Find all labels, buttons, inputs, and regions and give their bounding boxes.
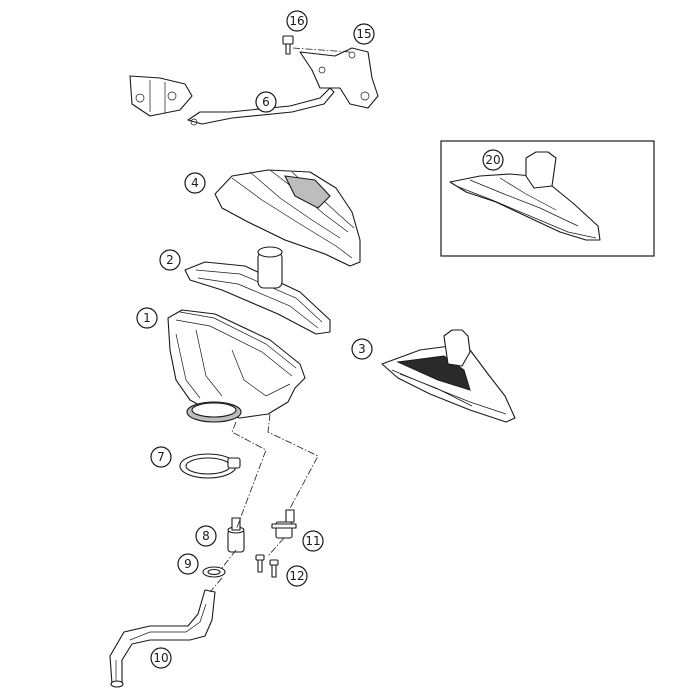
svg-text:3: 3 bbox=[358, 342, 366, 356]
callout-16: 16 bbox=[286, 10, 308, 32]
svg-text:4: 4 bbox=[191, 176, 199, 190]
svg-text:7: 7 bbox=[157, 450, 165, 464]
svg-text:6: 6 bbox=[262, 95, 270, 109]
callout-6: 6 bbox=[255, 91, 277, 113]
svg-text:1: 1 bbox=[143, 311, 151, 325]
part-6-rod bbox=[129, 75, 335, 126]
callout-12: 12 bbox=[286, 565, 308, 587]
svg-text:15: 15 bbox=[356, 27, 371, 41]
part-10-hose bbox=[109, 589, 216, 688]
svg-text:8: 8 bbox=[202, 529, 210, 543]
svg-text:10: 10 bbox=[153, 651, 168, 665]
callout-9: 9 bbox=[177, 553, 199, 575]
part-9-o-ring bbox=[202, 566, 226, 578]
svg-text:20: 20 bbox=[485, 153, 500, 167]
svg-text:12: 12 bbox=[289, 569, 304, 583]
callout-3: 3 bbox=[351, 338, 373, 360]
callout-11: 11 bbox=[302, 530, 324, 552]
part-20-filter-element-alt bbox=[449, 151, 601, 241]
leader-16 bbox=[292, 47, 351, 53]
callout-2: 2 bbox=[159, 249, 181, 271]
svg-text:2: 2 bbox=[166, 253, 174, 267]
part-16-bolt bbox=[282, 35, 294, 55]
svg-text:11: 11 bbox=[305, 534, 320, 548]
callout-7: 7 bbox=[150, 446, 172, 468]
part-15-bracket bbox=[299, 47, 379, 109]
callout-10: 10 bbox=[150, 647, 172, 669]
callout-4: 4 bbox=[184, 172, 206, 194]
part-8-fitting bbox=[227, 517, 245, 553]
part-4-filter-cover bbox=[214, 169, 361, 267]
svg-text:16: 16 bbox=[289, 14, 304, 28]
inset-box bbox=[440, 140, 655, 257]
part-11-sensor bbox=[271, 509, 297, 539]
callout-20: 20 bbox=[482, 149, 504, 171]
part-1-airbox bbox=[167, 309, 306, 423]
part-3-filter-element bbox=[381, 329, 516, 423]
callout-8: 8 bbox=[195, 525, 217, 547]
assembly-leaders bbox=[209, 413, 319, 593]
part-7-hose-clamp bbox=[179, 453, 241, 479]
callout-1: 1 bbox=[136, 307, 158, 329]
part-12-screws bbox=[255, 554, 279, 578]
svg-text:9: 9 bbox=[184, 557, 192, 571]
part-2-filter-frame bbox=[184, 246, 331, 335]
callout-15: 15 bbox=[353, 23, 375, 45]
